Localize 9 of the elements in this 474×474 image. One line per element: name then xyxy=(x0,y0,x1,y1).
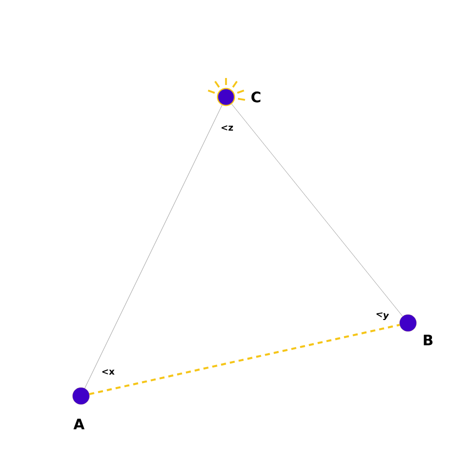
angle-label: <x xyxy=(102,369,115,375)
line xyxy=(84,104,222,389)
vertex-label: A xyxy=(74,418,84,430)
vertex-label: C xyxy=(251,92,260,102)
angle-label: <y xyxy=(376,312,389,320)
line xyxy=(232,104,403,317)
line xyxy=(89,324,400,396)
vertex-label: B xyxy=(424,334,432,346)
angle-label: <z xyxy=(222,125,233,131)
